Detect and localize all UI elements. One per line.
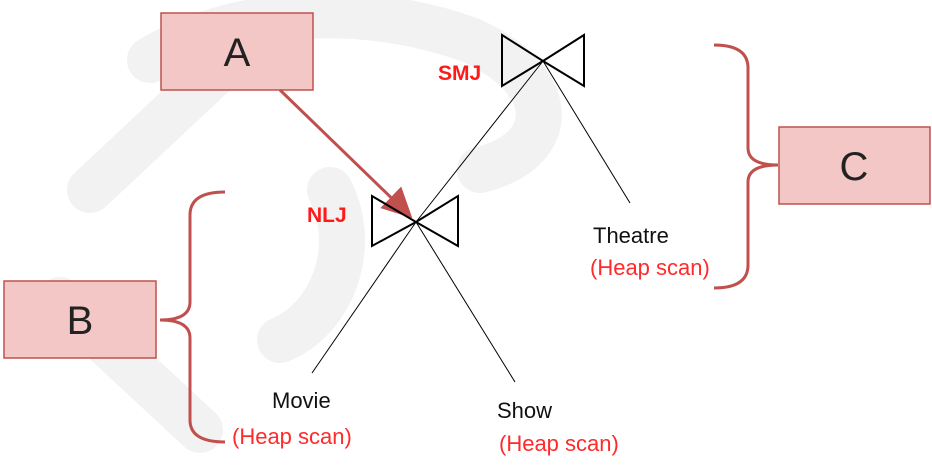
bowtie-join-icon	[501, 33, 585, 88]
arrow-a-to-nlj	[278, 88, 413, 219]
plan-edges	[311, 60, 631, 383]
box-c: C	[778, 126, 931, 205]
edge-nlj-show	[415, 221, 516, 383]
table-theatre-name: Theatre	[593, 223, 669, 248]
edge-nlj-movie	[311, 221, 417, 374]
box-a: A	[160, 12, 314, 91]
table-show-name: Show	[497, 398, 552, 423]
nlj-label: NLJ	[307, 204, 347, 227]
brace-c	[713, 43, 779, 290]
table-theatre-access: (Heap scan)	[590, 255, 710, 280]
box-c-label: C	[840, 145, 869, 189]
edge-smj-theatre	[542, 60, 631, 204]
table-show-access: (Heap scan)	[499, 431, 619, 456]
smj-label: SMJ	[438, 62, 481, 85]
table-movie-name: Movie	[272, 388, 331, 413]
smj-node: SMJ	[438, 33, 585, 88]
bowtie-join-icon	[371, 194, 459, 248]
edge-smj-nlj	[415, 60, 544, 223]
nlj-node: NLJ	[307, 194, 459, 248]
brace-b	[159, 190, 226, 444]
box-b: B	[3, 280, 157, 359]
box-b-label: B	[67, 299, 94, 343]
table-movie-access: (Heap scan)	[232, 424, 352, 449]
box-a-label: A	[224, 31, 251, 75]
